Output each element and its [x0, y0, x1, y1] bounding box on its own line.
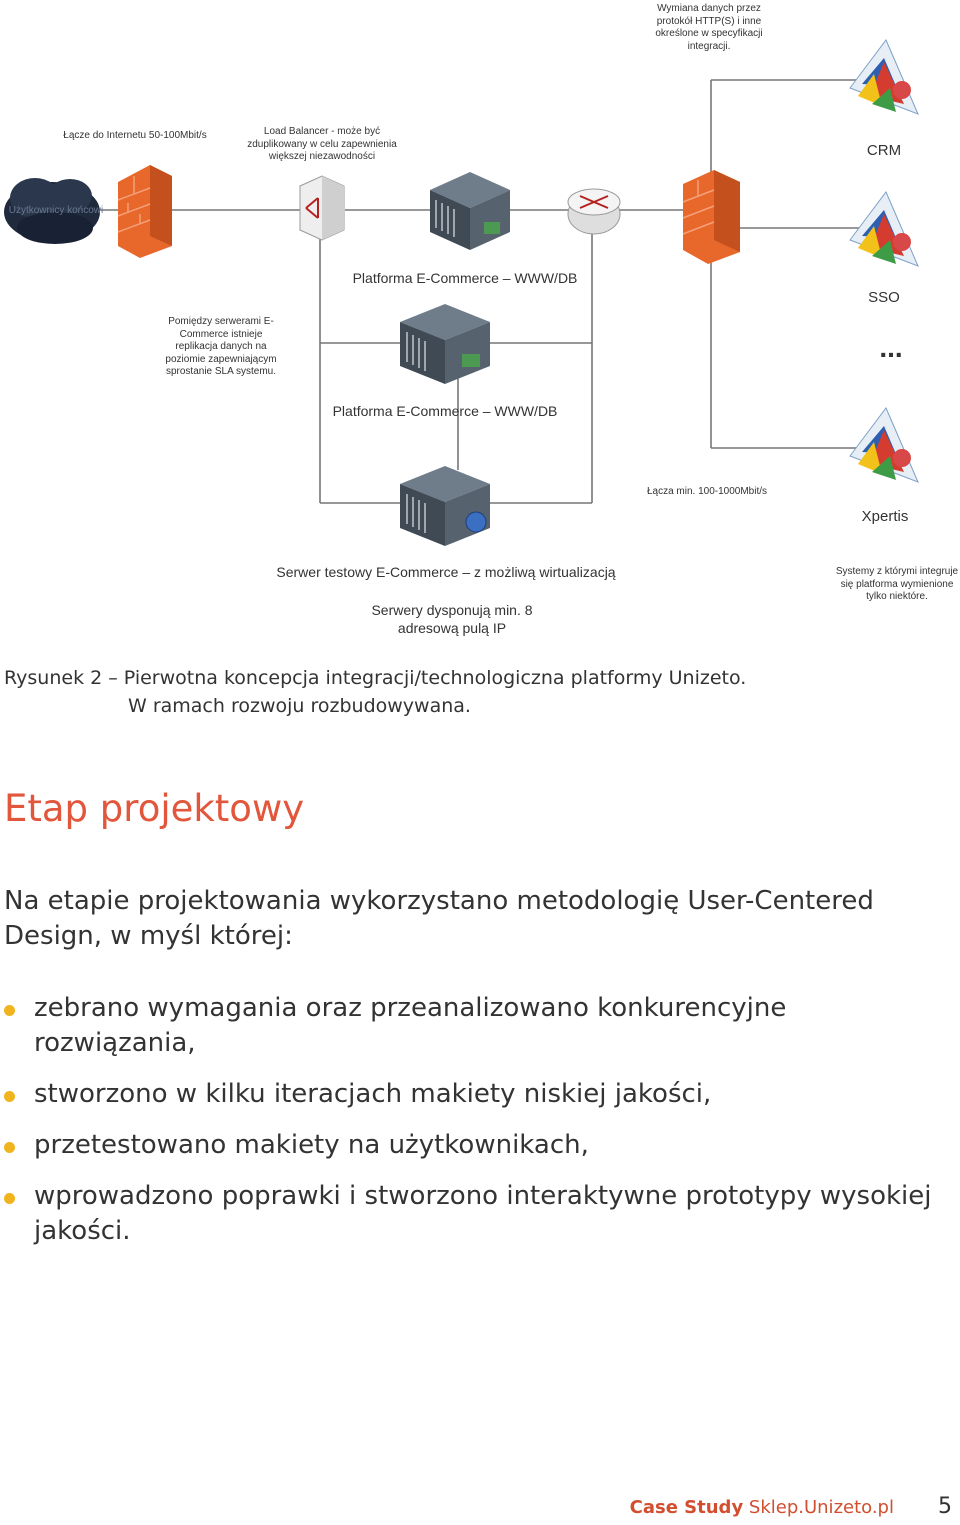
bullet-list: zebrano wymagania oraz przeanalizowano k…	[0, 991, 950, 1265]
replication-note: Pomiędzy serwerami E-Commerce istnieje r…	[165, 316, 277, 377]
list-item: wprowadzono poprawki i stworzono interak…	[0, 1179, 950, 1249]
xpertis-label: Xpertis	[861, 508, 909, 525]
server-icon	[400, 466, 490, 546]
bullet-icon	[4, 1005, 15, 1016]
ip-pool-note: Serwery dysponują min. 8 adresową pulą I…	[371, 602, 533, 636]
load-balancer-note: Load Balancer - może być zduplikowany w …	[247, 126, 397, 162]
xpertis-system-icon	[849, 407, 919, 483]
sso-label: SSO	[868, 289, 900, 306]
http-exchange-note: Wymiana danych przez protokół HTTP(S) i …	[655, 3, 763, 52]
bullet-icon	[4, 1091, 15, 1102]
link-speed-note: Łącza min. 100-1000Mbit/s	[646, 486, 768, 497]
firewall-icon	[682, 170, 740, 264]
bullet-icon	[4, 1142, 15, 1153]
cloud-icon	[4, 178, 100, 244]
crm-system-icon	[849, 39, 919, 115]
footer-site: Sklep.Unizeto.pl	[748, 1497, 894, 1518]
test-server-label: Serwer testowy E-Commerce – z możliwą wi…	[276, 564, 616, 580]
router-icon	[567, 188, 621, 235]
crm-label: CRM	[866, 142, 902, 159]
integrated-systems-note: Systemy z którymi integruje się platform…	[835, 566, 959, 602]
bullet-icon	[4, 1193, 15, 1204]
footer-case-study: Case Study	[629, 1497, 744, 1518]
list-item-text: zebrano wymagania oraz przeanalizowano k…	[34, 993, 787, 1058]
section-intro: Na etapie projektowania wykorzystano met…	[4, 886, 874, 951]
list-item: przetestowano makiety na użytkownikach,	[0, 1128, 950, 1163]
list-item-text: stworzono w kilku iteracjach makiety nis…	[34, 1079, 712, 1109]
list-item: zebrano wymagania oraz przeanalizowano k…	[0, 991, 950, 1061]
list-item: stworzono w kilku iteracjach makiety nis…	[0, 1077, 950, 1112]
internet-link-note: Łącze do Internetu 50-100Mbit/s	[63, 130, 207, 141]
diagram-graphics	[4, 39, 919, 546]
caption-line-1: Rysunek 2 – Pierwotna koncepcja integrac…	[4, 667, 747, 689]
platform-label-1: Platforma E-Commerce – WWW/DB	[352, 270, 578, 286]
figure-caption: Rysunek 2 – Pierwotna koncepcja integrac…	[4, 664, 746, 720]
load-balancer-icon	[299, 175, 345, 241]
more-systems-ellipsis: ...	[879, 332, 903, 363]
sso-system-icon	[849, 191, 919, 267]
server-icon	[430, 172, 510, 250]
server-icon	[400, 304, 490, 384]
section-heading: Etap projektowy	[4, 787, 305, 830]
list-item-text: przetestowano makiety na użytkownikach,	[34, 1130, 589, 1160]
connection-lines	[100, 79, 860, 504]
caption-line-2: W ramach rozwoju rozbudowywana.	[128, 695, 471, 717]
platform-label-2: Platforma E-Commerce – WWW/DB	[332, 403, 558, 419]
list-item-text: wprowadzono poprawki i stworzono interak…	[34, 1181, 932, 1246]
cloud-label: Użytkownicy końcowi	[8, 205, 104, 216]
architecture-diagram: Wymiana danych przez protokół HTTP(S) i …	[0, 0, 960, 650]
page-number: 5	[938, 1494, 952, 1519]
footer-brand: Case Study Sklep.Unizeto.pl	[630, 1497, 894, 1518]
firewall-icon	[117, 165, 172, 258]
